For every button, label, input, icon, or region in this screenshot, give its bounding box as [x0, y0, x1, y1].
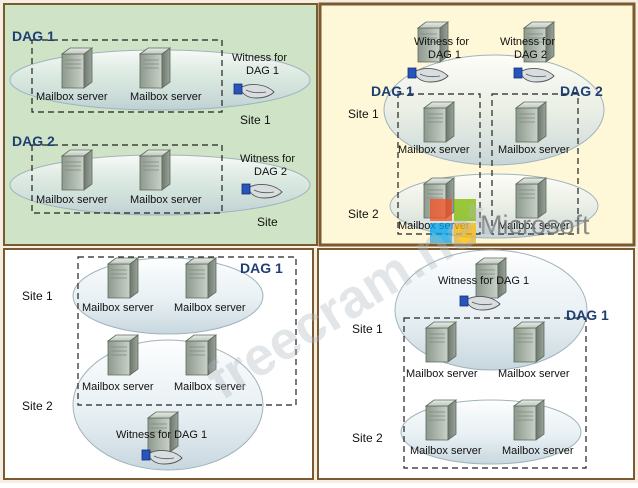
server-label: Mailbox server	[406, 368, 478, 380]
site-1-label: Site 1	[240, 113, 271, 127]
server-label: Mailbox server	[410, 445, 482, 457]
dag-2-boundary	[31, 144, 223, 214]
witness-1-label-line1: Witness for	[414, 36, 469, 48]
mailbox-server-icon	[139, 47, 171, 89]
witness-2-label-line2: DAG 2	[514, 49, 547, 61]
witness-2-label-line1: Witness for	[500, 36, 555, 48]
server-label: Mailbox server	[174, 302, 246, 314]
mailbox-server-icon	[107, 334, 139, 376]
dag-1-boundary	[77, 256, 297, 406]
witness-label: Witness for DAG 1	[438, 275, 529, 287]
mailbox-server-icon	[515, 101, 547, 143]
site-1-label: Site 1	[352, 322, 383, 336]
site-2-label: Site 2	[352, 431, 383, 445]
panel-3: DAG 1 Site 1 Site 2 Mailbox server Mailb…	[22, 256, 297, 471]
server-label: Mailbox server	[82, 381, 154, 393]
server-label: Mailbox server	[498, 368, 570, 380]
server-label: Mailbox server	[36, 91, 108, 103]
witness-1-label-line1: Witness for	[232, 52, 287, 64]
mailbox-server-icon	[423, 101, 455, 143]
server-label: Mailbox server	[130, 91, 202, 103]
witness-1-label-line2: DAG 1	[246, 65, 279, 77]
panel-2: Witness for DAG 1 Witness for DAG 2 DAG …	[348, 21, 605, 243]
mailbox-server-icon	[185, 257, 217, 299]
site-2-label: Site	[257, 215, 278, 229]
mailbox-server-icon	[61, 149, 93, 191]
server-label: Mailbox server	[398, 144, 470, 156]
dag-1-label: DAG 1	[371, 83, 414, 99]
witness-2-label-line2: DAG 2	[254, 166, 287, 178]
site-1-label: Site 1	[22, 289, 53, 303]
dag-1-label: DAG 1	[12, 28, 55, 44]
dag-2-label: DAG 2	[560, 83, 603, 99]
dag-2-label: DAG 2	[12, 133, 55, 149]
dag-1-label: DAG 1	[240, 260, 283, 276]
mailbox-server-icon	[139, 149, 171, 191]
mailbox-server-icon	[513, 321, 545, 363]
server-label: Mailbox server	[82, 302, 154, 314]
witness-2-label-line1: Witness for	[240, 153, 295, 165]
dag-1-boundary	[31, 39, 223, 113]
microsoft-wordmark: Microsoft	[480, 210, 590, 240]
server-label: Mailbox server	[498, 220, 570, 232]
server-label: Mailbox server	[36, 194, 108, 206]
dag-1-label: DAG 1	[566, 307, 609, 323]
site-1-ellipse	[72, 257, 264, 335]
witness-1-label-line2: DAG 1	[428, 49, 461, 61]
panel-4: Witness for DAG 1 DAG 1 Site 1 Site 2 Ma…	[352, 249, 609, 469]
server-label: Mailbox server	[130, 194, 202, 206]
mailbox-server-icon	[425, 399, 457, 441]
server-label: Mailbox server	[174, 381, 246, 393]
witness-label: Witness for DAG 1	[116, 429, 207, 441]
mailbox-server-icon	[513, 399, 545, 441]
server-label: Mailbox server	[498, 144, 570, 156]
dag-2-boundary	[491, 93, 579, 235]
dag-1-boundary	[403, 317, 587, 469]
site-2-label: Site 2	[22, 399, 53, 413]
panel-1: DAG 1 DAG 2 Mailbox server Mailbox serve…	[9, 28, 311, 229]
mailbox-server-icon	[61, 47, 93, 89]
microsoft-logo	[430, 199, 476, 243]
site-2-label: Site 2	[348, 207, 379, 221]
server-label: Mailbox server	[502, 445, 574, 457]
mailbox-server-icon	[425, 321, 457, 363]
mailbox-server-icon	[107, 257, 139, 299]
site-1-label: Site 1	[348, 107, 379, 121]
